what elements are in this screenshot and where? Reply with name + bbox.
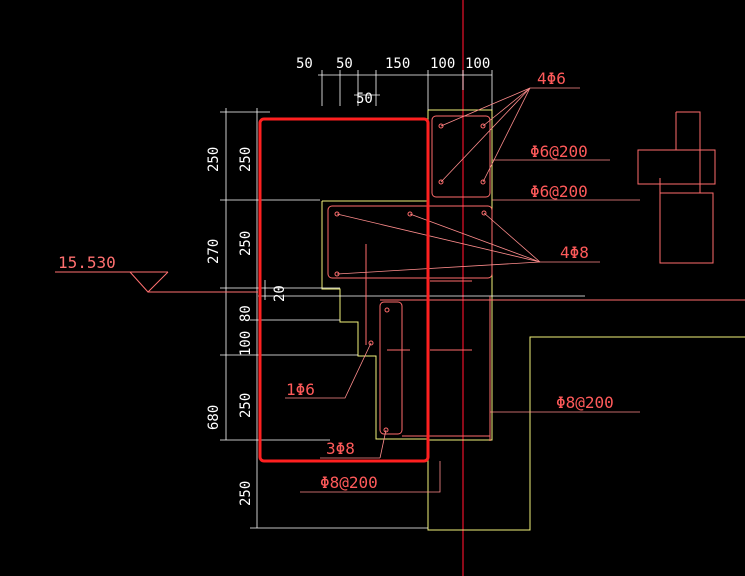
dim-left-outer-1: 250	[206, 147, 222, 172]
dim-left-inner-3: 80	[238, 305, 254, 322]
dim-top-3: 150	[385, 56, 410, 72]
highlight-box[interactable]	[258, 117, 430, 463]
elevation-marker	[55, 271, 258, 293]
dim-left-outer-2: 270	[206, 239, 222, 264]
dim-top-4: 100	[430, 56, 455, 72]
label-bottom-stirrup: Φ8@200	[320, 473, 378, 492]
rebar-dots	[334, 123, 487, 433]
dim-top-2: 50	[336, 56, 353, 72]
bar-dot	[384, 307, 390, 313]
label-middle-bars: 4Φ8	[560, 243, 589, 262]
dim-left-inner-1: 250	[238, 147, 254, 172]
top-dimension-lines	[318, 70, 493, 110]
label-bottom-bars: 3Φ8	[326, 439, 355, 458]
bar-dot	[438, 123, 444, 129]
label-single-bar: 1Φ6	[286, 380, 315, 399]
dim-left-outer-3: 100	[238, 331, 254, 356]
adjacent-member	[637, 111, 716, 264]
label-right-stirrup: Φ8@200	[556, 393, 614, 412]
label-top-bars: 4Φ6	[537, 69, 566, 88]
label-stirrup-b: Φ6@200	[530, 182, 588, 201]
dim-left-inner-5: 250	[238, 481, 254, 506]
dim-left-inner-2: 250	[238, 231, 254, 256]
bar-dot	[334, 211, 340, 217]
bar-dot	[368, 340, 374, 346]
bar-dot	[383, 427, 389, 433]
bar-dot	[480, 123, 486, 129]
bar-dot	[480, 179, 486, 185]
label-stirrup-a: Φ6@200	[530, 142, 588, 161]
bar-dot	[438, 179, 444, 185]
dim-top-sub: 50	[356, 91, 373, 107]
rebar-labels: 15.530 4Φ6 Φ6@200 Φ6@200 4Φ8 1Φ6 3Φ8 Φ8@…	[58, 69, 614, 492]
elevation-label: 15.530	[58, 253, 116, 272]
dim-small-offset: 20	[272, 285, 288, 302]
rebar-cages	[327, 115, 745, 441]
concrete-outline	[321, 109, 745, 531]
bar-dot	[481, 210, 487, 216]
dim-top-1: 50	[296, 56, 313, 72]
dimension-texts: 50 50 150 100 100 50 250 270 100 680 250…	[206, 56, 490, 506]
dim-top-5: 100	[465, 56, 490, 72]
left-dimension-lines	[220, 108, 585, 529]
bar-dot	[407, 211, 413, 217]
leader-lines	[285, 87, 640, 493]
dim-left-outer-4: 680	[206, 405, 222, 430]
dim-left-inner-4: 250	[238, 393, 254, 418]
